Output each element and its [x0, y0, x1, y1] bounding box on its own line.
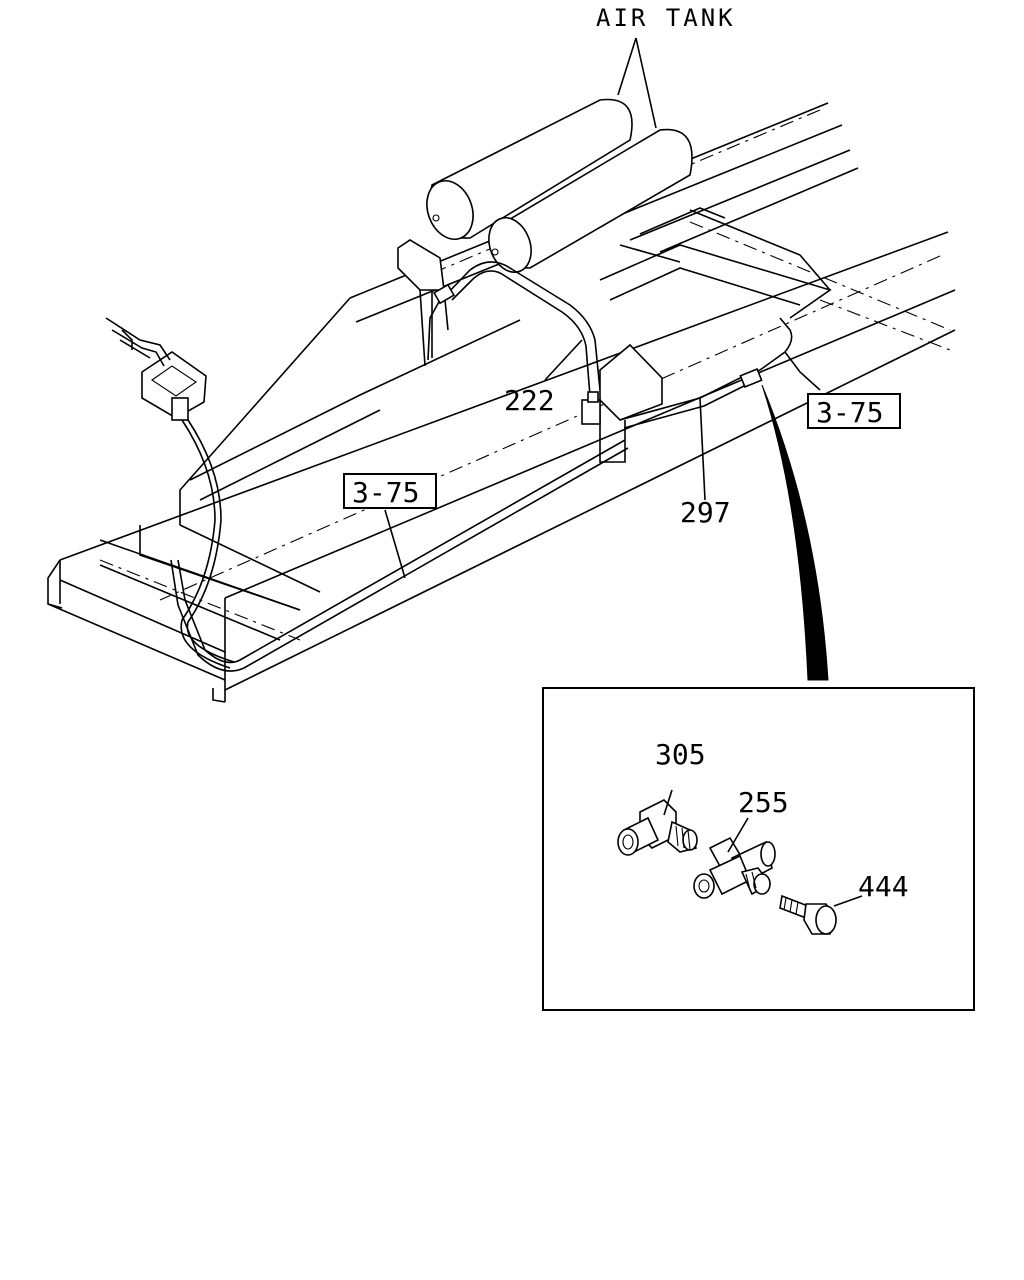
tank-bracket [397, 239, 449, 367]
chassis-frame [47, 102, 956, 703]
air-tank-label: AIR TANK [596, 4, 736, 32]
ref-label-left: 3-75 [352, 476, 419, 509]
air-tank-leader [617, 37, 657, 129]
air-tank-2 [488, 128, 693, 273]
bolt-444 [779, 894, 863, 935]
hose-left [180, 419, 235, 669]
ref-box-right [807, 393, 901, 429]
part-number-255: 255 [738, 786, 789, 819]
air-tank-1 [426, 98, 633, 240]
tee-fitting-255 [693, 817, 776, 899]
part-number-305: 305 [655, 738, 706, 771]
pipe-297 [619, 317, 793, 429]
ref-box-left [343, 473, 437, 509]
zoom-pointer [761, 384, 829, 681]
ref-label-right: 3-75 [816, 396, 883, 429]
pipe-222 [427, 261, 601, 397]
part-number-222: 222 [504, 384, 555, 417]
leader-lines [384, 339, 821, 579]
switch-assembly [105, 317, 207, 421]
valve-bracket [581, 343, 663, 463]
part-number-444: 444 [858, 870, 909, 903]
elbow-fitting-305 [617, 789, 698, 856]
part-number-297: 297 [680, 496, 731, 529]
detail-inset: 305 255 444 [542, 687, 975, 1011]
